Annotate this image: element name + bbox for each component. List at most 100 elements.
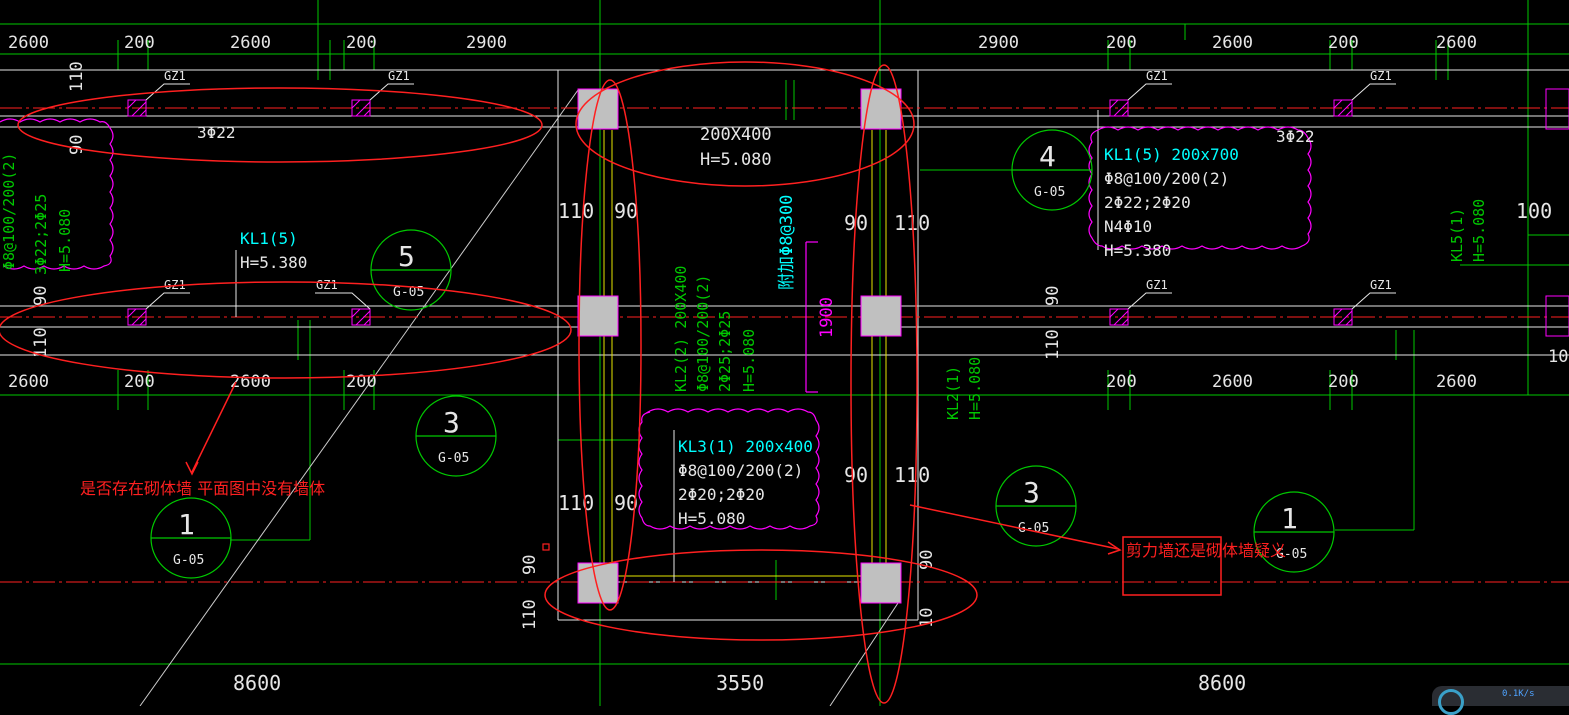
markup-ellipse[interactable] <box>578 79 642 611</box>
yellow-beam-lines <box>598 130 887 577</box>
dim-vertical: 110 <box>67 61 87 92</box>
kl2-right-height: H=5.080 <box>966 357 984 420</box>
dim-inner: 110 <box>558 491 594 515</box>
dimension-text: 2600 200 2600 200 2900 2900 200 2600 200… <box>8 33 1569 695</box>
gz-label: GZ1 <box>1370 69 1392 83</box>
kl1-right-waist: N4Φ10 <box>1104 217 1152 236</box>
dim-bottom: 3550 <box>716 671 764 695</box>
markup-box[interactable] <box>1122 536 1222 596</box>
rebar-label: 3Φ22 <box>197 123 236 142</box>
gz-label: GZ1 <box>1370 278 1392 292</box>
dim-top: 2600 <box>1436 33 1477 53</box>
dim-top: 2600 <box>230 33 271 53</box>
detail-callout-text: 5 G-05 3 G-05 1 G-05 4 G-05 3 G-05 1 G-0… <box>173 140 1307 568</box>
column[interactable] <box>577 88 619 130</box>
markup-ellipse[interactable] <box>544 549 978 641</box>
kl2-left-stirrup: Φ8@100/200(2) <box>694 275 712 392</box>
markup-ellipse[interactable] <box>850 64 918 704</box>
kl3-stirrup: Φ8@100/200(2) <box>678 461 803 480</box>
review-notes: 是否存在砌体墙 平面图中没有墙体 剪力墙还是砌体墙疑义 <box>80 479 1286 560</box>
dim-top: 200 <box>1328 33 1359 53</box>
kl3-rebar: 2Φ20;2Φ20 <box>678 485 765 504</box>
markup-ellipse[interactable] <box>17 87 543 163</box>
dim-vertical: 90 <box>67 135 87 155</box>
callout-number: 1 <box>178 508 195 541</box>
callout-number: 4 <box>1039 140 1056 173</box>
rebar-label: 3Φ22 <box>1276 127 1315 146</box>
gz-labels: GZ1 GZ1 GZ1 GZ1 GZ1 GZ1 GZ1 GZ1 <box>164 69 1392 292</box>
dim-vertical: 90 <box>520 555 540 575</box>
masonry-question-note: 是否存在砌体墙 平面图中没有墙体 <box>80 479 325 498</box>
dim-top: 2600 <box>8 33 49 53</box>
review-markup-ellipses <box>0 61 1222 704</box>
dim-vertical: 110 <box>1043 329 1063 360</box>
callout-ref: G-05 <box>393 285 424 300</box>
gz-label: GZ1 <box>388 69 410 83</box>
dim-inner: 90 <box>844 463 868 487</box>
detail-callouts <box>150 129 1335 579</box>
kl1-right-rebar: 2Φ22;2Φ20 <box>1104 193 1191 212</box>
kl5-height: H=5.080 <box>1470 199 1488 262</box>
dim-vertical: 90 <box>1043 286 1063 306</box>
small-marker <box>542 543 550 551</box>
column-edge[interactable] <box>1545 295 1569 337</box>
callout-ref: G-05 <box>1276 547 1307 562</box>
shear-wall-question-note: 剪力墙还是砌体墙疑义 <box>1126 541 1286 560</box>
gz-columns <box>127 99 1353 326</box>
dim-vertical: 90 <box>31 286 51 306</box>
dim-top: 200 <box>346 33 377 53</box>
dim-side: 100 <box>1516 199 1552 223</box>
kl3-height: H=5.080 <box>678 509 745 528</box>
dim-mid: 200 <box>1106 372 1137 392</box>
left-cloud-height: H=5.080 <box>56 209 74 272</box>
kl2-right-name: KL2(1) <box>944 366 962 420</box>
beam-size-label: 200X400 <box>700 125 772 145</box>
callout-number: 3 <box>443 406 460 439</box>
column-edge[interactable] <box>1545 88 1569 130</box>
dim-mid: 2600 <box>8 372 49 392</box>
columns <box>577 88 1569 604</box>
dim-top: 200 <box>124 33 155 53</box>
dim-mid: 200 <box>1328 372 1359 392</box>
column[interactable] <box>860 295 902 337</box>
kl1-left-height: H=5.380 <box>240 253 307 272</box>
callout-number: 5 <box>398 240 415 273</box>
gz-label: GZ1 <box>1146 69 1168 83</box>
gz-label: GZ1 <box>1146 278 1168 292</box>
kl2-left-name: KL2(2) 200X400 <box>672 266 690 392</box>
dim-top: 2900 <box>978 33 1019 53</box>
dim-mid: 2600 <box>1212 372 1253 392</box>
dim-bottom: 8600 <box>233 671 281 695</box>
beam-height-label: H=5.080 <box>700 150 772 170</box>
dim-inner: 110 <box>558 199 594 223</box>
callout-number: 3 <box>1023 476 1040 509</box>
dim-vertical: 110 <box>520 599 540 630</box>
kl1-right-height: H=5.380 <box>1104 241 1171 260</box>
gz-label: GZ1 <box>316 278 338 292</box>
markup-ellipse[interactable] <box>575 61 915 187</box>
dim-top: 200 <box>1106 33 1137 53</box>
callout-ref: G-05 <box>173 553 204 568</box>
revision-clouds <box>0 118 1312 530</box>
dim-mid: 2600 <box>230 372 271 392</box>
network-status-widget: 0.1K/s <box>1432 686 1569 715</box>
status-ring-icon <box>1438 689 1464 715</box>
red-axis-lines <box>0 107 1569 583</box>
dim-top: 2900 <box>466 33 507 53</box>
column[interactable] <box>860 562 902 604</box>
dim-vertical: 110 <box>31 327 51 358</box>
kl3-name: KL3(1) 200x400 <box>678 437 813 456</box>
kl1-left-name: KL1(5) <box>240 229 298 248</box>
column[interactable] <box>577 295 619 337</box>
network-speed-text: 0.1K/s <box>1502 689 1535 699</box>
vertical-dimension-text: 110 90 90 110 90 110 90 110 90 10 1900 <box>31 61 1063 630</box>
kl1-right-name: KL1(5) 200x700 <box>1104 145 1239 164</box>
dim-mid: 200 <box>124 372 155 392</box>
kl2-left-height: H=5.080 <box>740 329 758 392</box>
stirrup-add-label: 附加Φ8@300 <box>777 195 797 290</box>
dim-top: 2600 <box>1212 33 1253 53</box>
markup-ellipse[interactable] <box>0 281 572 379</box>
dim-side: 100 <box>1548 347 1569 367</box>
callout-number: 1 <box>1281 502 1298 535</box>
